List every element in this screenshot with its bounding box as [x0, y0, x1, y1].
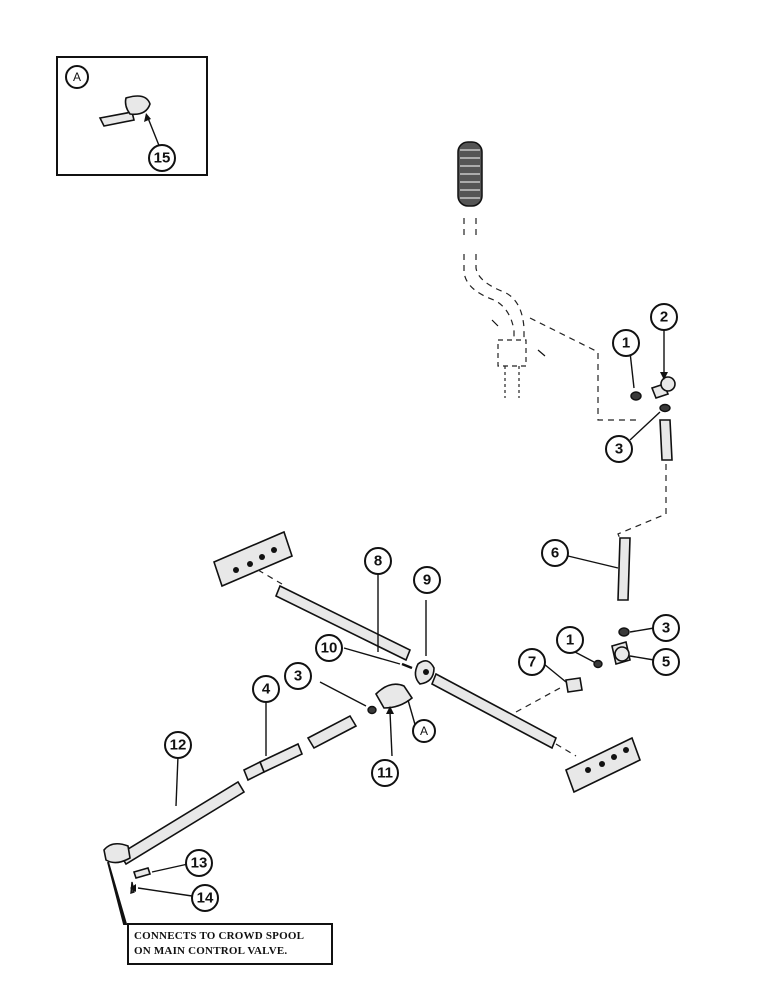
callout-1-upper: 1	[612, 329, 640, 357]
svg-text:1: 1	[622, 335, 630, 352]
callout-3-upper: 3	[605, 435, 633, 463]
svg-text:A: A	[420, 724, 428, 738]
rod-4	[242, 714, 358, 782]
svg-text:10: 10	[321, 640, 338, 657]
callout-12: 12	[164, 731, 192, 759]
callout-4: 4	[252, 675, 280, 703]
shaft-right	[430, 672, 577, 757]
note-line-1: CONNECTS TO CROWD SPOOL	[134, 930, 305, 942]
svg-text:3: 3	[615, 441, 623, 458]
clip-part-15	[98, 95, 151, 127]
bellcrank-9	[414, 660, 435, 685]
svg-text:14: 14	[197, 890, 214, 907]
svg-text:9: 9	[423, 572, 431, 589]
detail-view-label: A	[65, 65, 89, 89]
callout-13: 13	[185, 849, 213, 877]
callout-6: 6	[541, 539, 569, 567]
svg-text:6: 6	[551, 545, 559, 562]
callout-11: 11	[371, 759, 399, 787]
svg-text:1: 1	[566, 632, 574, 649]
callout-5: 5	[652, 648, 680, 676]
svg-text:8: 8	[374, 553, 382, 570]
rod-6	[617, 537, 631, 601]
svg-text:7: 7	[528, 654, 536, 671]
svg-text:5: 5	[662, 654, 670, 671]
svg-text:3: 3	[662, 620, 670, 637]
svg-text:15: 15	[154, 150, 171, 167]
callout-3-left: 3	[284, 662, 312, 690]
callout-8: 8	[364, 547, 392, 575]
svg-text:A: A	[73, 70, 81, 84]
right-bracket	[565, 736, 641, 794]
connection-note: CONNECTS TO CROWD SPOOL ON MAIN CONTROL …	[127, 923, 333, 965]
control-lever	[457, 141, 546, 398]
rod-12	[103, 780, 246, 866]
callout-1-lower: 1	[556, 626, 584, 654]
svg-text:13: 13	[191, 855, 208, 872]
left-bracket	[213, 530, 293, 588]
detail-view-a: A 15	[56, 56, 208, 176]
svg-text:12: 12	[170, 737, 187, 754]
callout-3-right: 3	[652, 614, 680, 642]
note-line-2: ON MAIN CONTROL VALVE.	[134, 945, 288, 957]
callout-9: 9	[413, 566, 441, 594]
svg-text:4: 4	[262, 681, 271, 698]
upper-rod-end	[630, 376, 676, 461]
shaft-8	[257, 569, 412, 662]
callout-10: 10	[315, 634, 343, 662]
callout-7: 7	[518, 648, 546, 676]
svg-text:3: 3	[294, 668, 302, 685]
svg-text:2: 2	[660, 309, 668, 326]
callout-a-ref: A	[412, 719, 436, 743]
callout-2: 2	[650, 303, 678, 331]
lower-rod-end	[565, 627, 631, 693]
svg-text:11: 11	[377, 765, 393, 782]
callout-15: 15	[148, 144, 176, 172]
callout-14: 14	[191, 884, 219, 912]
